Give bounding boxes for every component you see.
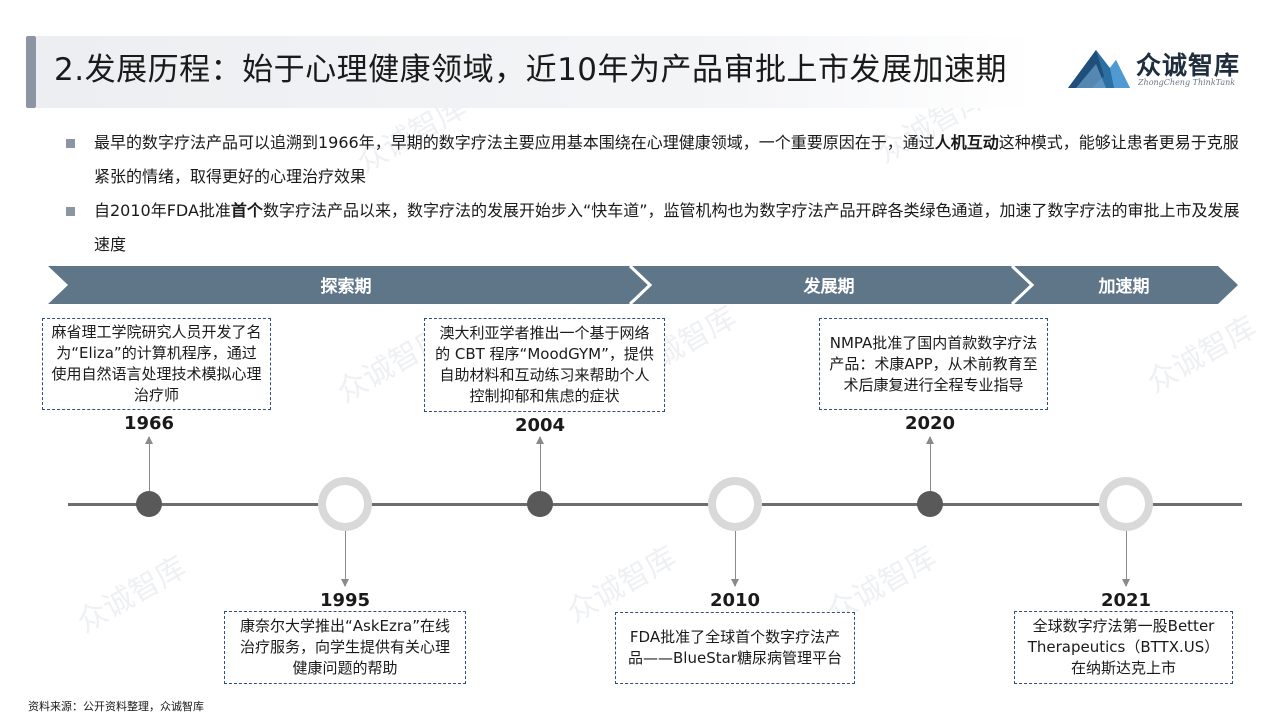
timeline-ring-1995: [318, 477, 372, 531]
year-label-2020: 2020: [904, 413, 956, 434]
bullet-item: 最早的数字疗法产品可以追溯到1966年，早期的数字疗法主要应用基本围绕在心理健康…: [64, 126, 1244, 194]
year-label-2010: 2010: [709, 590, 761, 611]
logo-name-cn: 众诚智库: [1136, 51, 1241, 80]
year-label-2004: 2004: [514, 415, 566, 436]
arrow-up-icon: [926, 436, 934, 491]
timeline-dot-1966: [136, 491, 162, 517]
bullet-text: 这种模式，能够让患者更易于克服紧张的情绪，取得更好的心理治疗效果: [94, 133, 1239, 186]
arrow-down-icon: [341, 531, 349, 587]
bullet-square-icon: [66, 207, 75, 216]
arrow-down-icon: [1122, 531, 1130, 587]
timeline-dot-2004: [527, 491, 553, 517]
title-bar: 2.发展历程：始于心理健康领域，近10年为产品审批上市发展加速期: [26, 36, 1036, 108]
title-background: [36, 36, 1036, 108]
event-text: FDA批准了全球首个数字疗法产品——BlueStar糖尿病管理平台: [628, 628, 842, 667]
source-note: 资料来源：公开资料整理，众诚智库: [28, 700, 204, 713]
year-label-2021: 2021: [1100, 590, 1152, 611]
arrow-up-icon: [536, 436, 544, 491]
arrow-down-icon: [731, 531, 739, 587]
brand-logo: 众诚智库 ZhongCheng ThinkTank: [1066, 44, 1256, 94]
page-title: 2.发展历程：始于心理健康领域，近10年为产品审批上市发展加速期: [54, 52, 1008, 88]
title-accent-bar: [26, 36, 36, 108]
year-label-1966: 1966: [123, 413, 175, 434]
phase-label-develop: 发展期: [803, 277, 855, 297]
watermark: 众诚智库: [1141, 309, 1263, 401]
timeline-dot-2020: [917, 491, 943, 517]
event-box-2020: NMPA批准了国内首款数字疗法产品：术康APP，从术前教育至术后康复进行全程专业…: [819, 318, 1048, 410]
timeline-ring-2021: [1099, 477, 1153, 531]
event-box-2004: 澳大利亚学者推出一个基于网络的 CBT 程序“MoodGYM”，提供自助材料和互…: [424, 318, 665, 412]
phase-label-explore: 探索期: [320, 277, 372, 297]
event-text: 澳大利亚学者推出一个基于网络的 CBT 程序“MoodGYM”，提供自助材料和互…: [435, 324, 654, 405]
bullet-text: 最早的数字疗法产品可以追溯到1966年，早期的数字疗法主要应用基本围绕在心理健康…: [94, 133, 935, 152]
event-text: 全球数字疗法第一股Better Therapeutics（BTTX.US）在纳斯…: [1027, 617, 1220, 677]
timeline-ring-2010: [708, 477, 762, 531]
event-box-1995: 康奈尔大学推出“AskEzra”在线治疗服务，向学生提供有关心理健康问题的帮助: [224, 611, 466, 684]
bullet-square-icon: [66, 139, 75, 148]
bullet-text: 数字疗法产品以来，数字疗法的发展开始步入“快车道”，监管机构也为数字疗法产品开辟…: [94, 201, 1240, 254]
event-box-2010: FDA批准了全球首个数字疗法产品——BlueStar糖尿病管理平台: [615, 612, 855, 684]
event-text: 麻省理工学院研究人员开发了名为“Eliza”的计算机程序，通过使用自然语言处理技…: [51, 323, 262, 404]
mountain-logo-icon: [1068, 50, 1130, 88]
year-label-1995: 1995: [319, 590, 371, 611]
bullet-text: 自2010年FDA批准: [94, 201, 231, 220]
logo-name-en: ZhongCheng ThinkTank: [1138, 78, 1236, 87]
phase-label-accelerate: 加速期: [1098, 277, 1150, 297]
bullet-list: 最早的数字疗法产品可以追溯到1966年，早期的数字疗法主要应用基本围绕在心理健康…: [64, 126, 1244, 262]
timeline-axis: [68, 503, 1242, 506]
arrow-up-icon: [145, 436, 153, 491]
event-text: NMPA批准了国内首款数字疗法产品：术康APP，从术前教育至术后康复进行全程专业…: [829, 333, 1038, 394]
bullet-bold-text: 人机互动: [934, 133, 999, 152]
event-text: 康奈尔大学推出“AskEzra”在线治疗服务，向学生提供有关心理健康问题的帮助: [239, 617, 450, 677]
event-box-2021: 全球数字疗法第一股Better Therapeutics（BTTX.US）在纳斯…: [1014, 611, 1233, 684]
bullet-bold-text: 首个: [230, 201, 263, 220]
event-box-1966: 麻省理工学院研究人员开发了名为“Eliza”的计算机程序，通过使用自然语言处理技…: [42, 318, 271, 410]
watermark: 众诚智库: [71, 549, 193, 641]
bullet-item: 自2010年FDA批准首个数字疗法产品以来，数字疗法的发展开始步入“快车道”，监…: [64, 194, 1244, 262]
